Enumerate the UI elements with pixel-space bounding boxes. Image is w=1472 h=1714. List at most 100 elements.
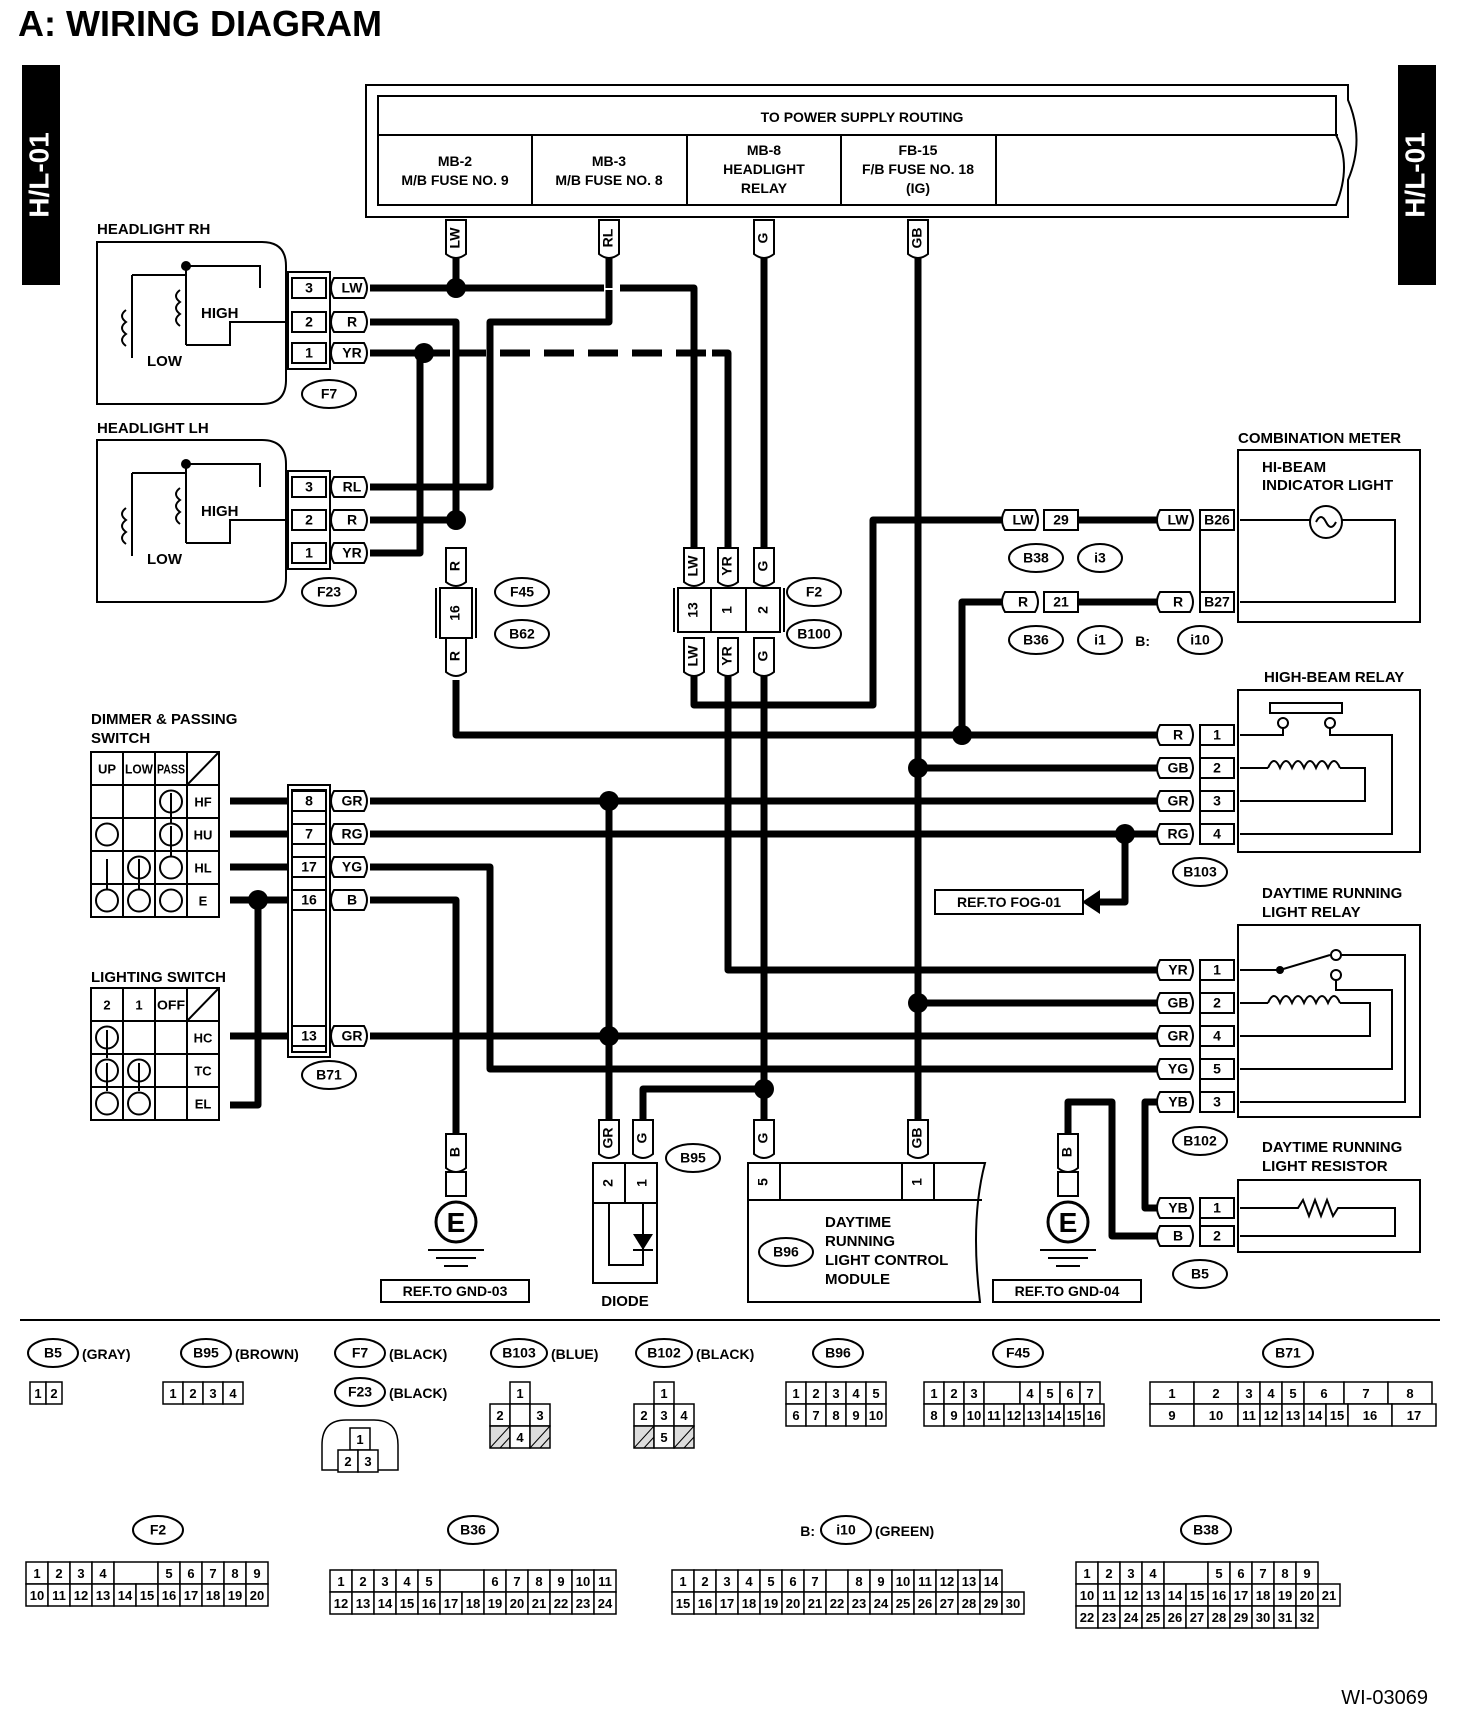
svg-text:3: 3 [77, 1566, 84, 1581]
svg-text:2: 2 [344, 1454, 351, 1469]
svg-text:1: 1 [792, 1386, 799, 1401]
svg-text:5: 5 [767, 1574, 774, 1589]
connector-i3: i3 [1077, 543, 1123, 573]
b71-wire-1-label: GR [342, 793, 363, 809]
svg-text:11: 11 [598, 1574, 612, 1589]
headlight-lh-high: HIGH [201, 503, 239, 520]
svg-text:10: 10 [1080, 1588, 1094, 1603]
headlight-lh-title: HEADLIGHT LH [97, 420, 209, 437]
svg-text:H/L-01: H/L-01 [23, 132, 54, 218]
b71-wire-3: YG [330, 856, 368, 878]
meter-row-2-pin: 21 [1043, 591, 1079, 613]
hb-relay-wire-3: GR [1156, 790, 1194, 812]
svg-text:6: 6 [792, 1408, 799, 1423]
svg-text:5: 5 [872, 1386, 879, 1401]
legend-f23-pin-1: 1 [349, 1427, 371, 1451]
hb-relay-wire-2: GB [1156, 757, 1194, 779]
svg-text:2: 2 [950, 1386, 957, 1401]
svg-text:3: 3 [1127, 1566, 1134, 1581]
drl-relay-wire-4-label: YG [1168, 1061, 1188, 1077]
f2-bottom-wire-2-label: YR [719, 646, 735, 665]
headlight-rh-wire-2: R [330, 311, 368, 333]
legend-b102-color: (BLACK) [696, 1346, 754, 1362]
connector-b36: B36 [1008, 625, 1064, 655]
legend-b5: B5 [27, 1338, 79, 1368]
svg-text:9: 9 [557, 1574, 564, 1589]
power-wire-2: RL [598, 219, 620, 259]
svg-text:1: 1 [660, 1386, 667, 1401]
junctions [248, 278, 1135, 1099]
indicator-bulb-icon [1309, 505, 1343, 539]
connector-b71-label: B71 [316, 1067, 342, 1083]
b71-wire-5: GR [330, 1025, 368, 1047]
legend-f23: F23 [334, 1377, 386, 1407]
svg-text:8: 8 [535, 1574, 542, 1589]
legend-b103: B103 [490, 1338, 548, 1368]
svg-text:H/L-01: H/L-01 [1399, 132, 1430, 218]
svg-text:1: 1 [909, 1178, 925, 1186]
svg-text:2: 2 [359, 1574, 366, 1589]
power-col-3-line2: HEADLIGHT [723, 161, 805, 177]
f45-bottom-wire-label: R [447, 651, 463, 661]
svg-text:7: 7 [1086, 1386, 1093, 1401]
legend-f45-label: F45 [1006, 1345, 1030, 1361]
svg-text:17: 17 [444, 1596, 458, 1611]
svg-text:1: 1 [516, 1386, 523, 1401]
svg-text:14: 14 [984, 1574, 999, 1589]
headlight-rh-wire-1-label: LW [342, 280, 364, 296]
svg-text:3: 3 [970, 1386, 977, 1401]
connector-f23: F23 [301, 577, 357, 607]
drl-resistor-wire-1: YB [1156, 1197, 1194, 1219]
headlight-rh-pin-3: 1 [291, 342, 327, 364]
svg-text:9: 9 [950, 1408, 957, 1423]
connector-b100: B100 [786, 619, 842, 649]
meter-row-1-wire-2: LW [1156, 509, 1194, 531]
f2-top-wire-1: LW [683, 547, 705, 587]
f45-bottom-wire: R [445, 637, 467, 677]
headlight-rh-pin-3-num: 1 [305, 345, 313, 361]
svg-text:12: 12 [1007, 1408, 1021, 1423]
drl-relay-pin-4: 5 [1199, 1058, 1235, 1080]
drl-module-line-2: RUNNING [825, 1233, 895, 1250]
b71-wire-2-label: RG [342, 826, 363, 842]
legend-i10-prefix: B: [800, 1523, 815, 1539]
svg-text:25: 25 [1146, 1610, 1160, 1625]
svg-text:20: 20 [250, 1588, 264, 1603]
legend-b103-top: 1 [509, 1381, 531, 1405]
drl-relay-wire-3-label: GR [1168, 1028, 1189, 1044]
dimmer-grid-col-1: UP [98, 762, 116, 777]
hb-relay-wire-4: RG [1156, 823, 1194, 845]
svg-text:4: 4 [1267, 1386, 1275, 1401]
meter-row-1-wire: LW [1001, 509, 1039, 531]
svg-text:20: 20 [510, 1596, 524, 1611]
b71-pin-1: 8 [291, 790, 327, 812]
svg-text:4: 4 [745, 1574, 753, 1589]
connector-f45: F45 [494, 577, 550, 607]
dimmer-title-2: SWITCH [91, 730, 150, 747]
drl-relay-wire-1: YR [1156, 959, 1194, 981]
drl-resistor-pin-2: 2 [1199, 1225, 1235, 1247]
connector-i10-label: i10 [1190, 632, 1210, 648]
drl-module: 5 1 DAYTIME RUNNING LIGHT CONTROL MODULE [747, 1162, 987, 1303]
svg-text:26: 26 [918, 1596, 932, 1611]
high-beam-relay: HIGH-BEAM RELAY [1199, 669, 1421, 853]
headlight-rh-wire-3-label: YR [342, 345, 361, 361]
ground-2-wire: B [1057, 1133, 1079, 1173]
indicator-light-label: INDICATOR LIGHT [1262, 477, 1393, 494]
svg-text:9: 9 [1168, 1408, 1175, 1423]
drl-resistor: DAYTIME RUNNING LIGHT RESISTOR [1199, 1139, 1421, 1253]
svg-text:4: 4 [1149, 1566, 1157, 1581]
hb-relay-pin-1-num: 1 [1213, 727, 1221, 743]
drl-relay-title-2: LIGHT RELAY [1262, 904, 1361, 921]
svg-text:6: 6 [789, 1574, 796, 1589]
svg-text:19: 19 [488, 1596, 502, 1611]
svg-text:17: 17 [1234, 1588, 1248, 1603]
svg-text:16: 16 [1212, 1588, 1226, 1603]
svg-text:13: 13 [96, 1588, 110, 1603]
svg-text:2: 2 [600, 1179, 616, 1187]
hb-relay-wire-4-label: RG [1168, 826, 1189, 842]
